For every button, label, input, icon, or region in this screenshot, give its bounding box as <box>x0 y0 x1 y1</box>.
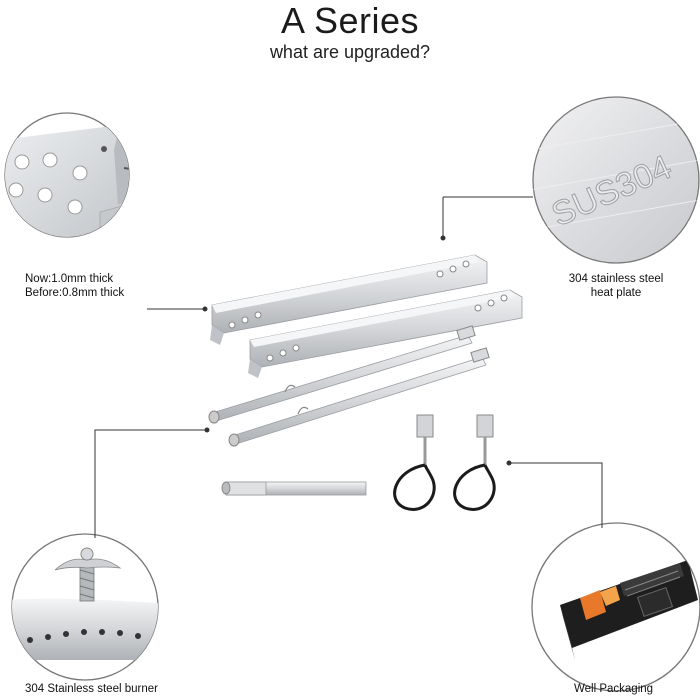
burner-closeup <box>11 533 159 681</box>
crossover-tube <box>221 481 367 496</box>
sus304-closeup: SUS304 <box>532 96 700 264</box>
heat-plate-line1: 304 stainless steel <box>568 273 664 285</box>
igniter-wire-2 <box>453 414 496 511</box>
thickness-now-text: Now:1.0mm thick <box>25 273 114 285</box>
heat-plate-front <box>210 254 488 345</box>
page-subtitle: what are upgraded? <box>269 42 431 62</box>
burner-tube-2 <box>228 347 490 447</box>
leader-lines <box>94 196 603 538</box>
burner-tube-1 <box>208 325 476 424</box>
page-title: A Series <box>280 0 420 41</box>
igniter-wire-1 <box>393 414 436 511</box>
heat-plate-closeup <box>4 112 130 238</box>
thickness-before-text: Before:0.8mm thick <box>25 287 125 299</box>
packaging-label: Well Packaging <box>574 683 654 695</box>
thickness-label: Now:1.0mm thick Before:0.8mm thick <box>25 272 124 300</box>
burner-label: 304 Stainless steel burner <box>25 683 158 695</box>
packaging-closeup <box>531 522 700 692</box>
heat-plate-line2: heat plate <box>590 287 642 299</box>
heat-plate-back <box>248 289 523 378</box>
heat-plate-label: 304 stainless steel heat plate <box>556 272 676 300</box>
